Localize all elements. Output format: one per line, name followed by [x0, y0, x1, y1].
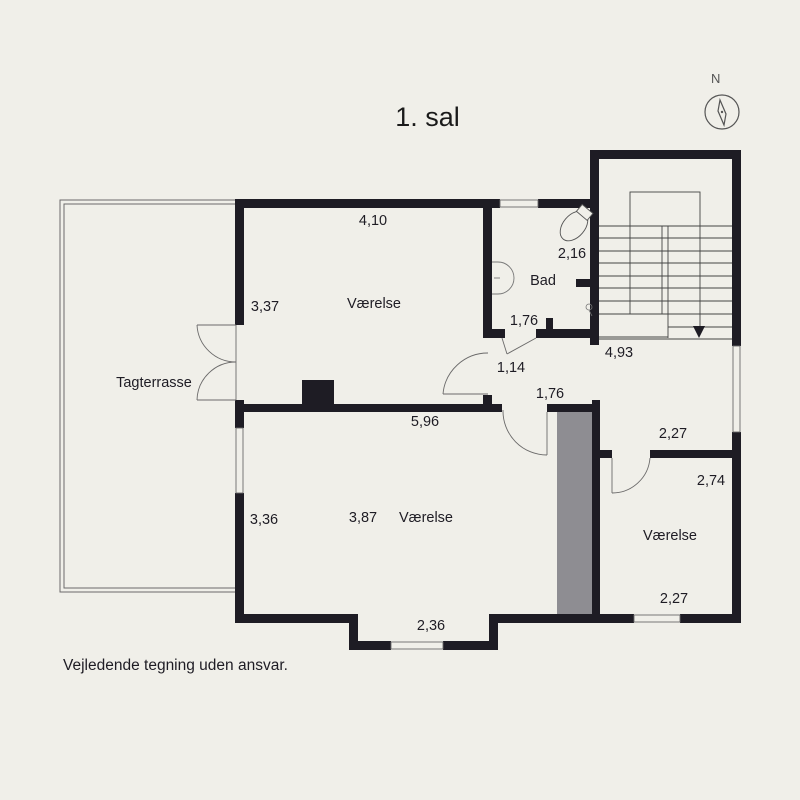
toilet-icon	[559, 203, 594, 242]
stair-direction-arrow-icon	[693, 326, 705, 338]
dim-bedroom-top-width: 4,10	[358, 213, 388, 229]
dim-bedroom-large-depth: 3,36	[249, 512, 279, 528]
dim-hall-3: 4,93	[604, 345, 634, 361]
dim-bedroom-large-bay: 2,36	[416, 618, 446, 634]
room-name-bedroom-top: Værelse	[347, 296, 401, 312]
dim-hall-1: 1,14	[496, 360, 526, 376]
doors	[196, 324, 651, 494]
dim-bedroom-small-bottom: 2,27	[659, 591, 689, 607]
compass-icon	[704, 94, 740, 130]
dim-bedroom-small-depth: 2,74	[696, 473, 726, 489]
north-label: N	[711, 71, 721, 86]
room-name-bedroom-large: Værelse	[399, 510, 453, 526]
sink-icon	[492, 261, 515, 295]
dim-bath-width: 1,76	[509, 313, 539, 329]
room-name-terrace: Tagterrasse	[116, 375, 192, 391]
staircase	[598, 191, 732, 340]
room-name-bath: Bad	[530, 273, 556, 289]
dim-bedroom-large-width: 5,96	[410, 414, 440, 430]
dim-bath-depth: 2,16	[557, 246, 587, 262]
shaft	[557, 410, 592, 616]
dim-hall-2: 1,76	[535, 386, 565, 402]
floor-title: 1. sal	[395, 102, 460, 132]
dim-bedroom-top-depth: 3,37	[250, 299, 280, 315]
room-name-bedroom-small: Værelse	[643, 528, 697, 544]
dim-bedroom-small-top: 2,27	[658, 426, 688, 442]
terrace-outline	[59, 199, 236, 593]
windows	[235, 199, 741, 650]
dim-bedroom-large-inner: 3,87	[348, 510, 378, 526]
faucet-icon	[585, 303, 593, 317]
walls	[235, 150, 741, 650]
disclaimer-text: Vejledende tegning uden ansvar.	[63, 657, 288, 674]
